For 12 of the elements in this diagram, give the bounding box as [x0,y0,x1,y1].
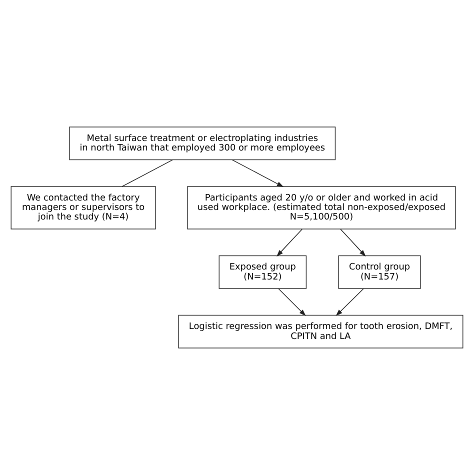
arrow [278,288,306,316]
node-box: Exposed group (N=152) [218,254,307,288]
arrow [232,158,284,187]
node-box: Metal surface treatment or electroplating industries in north Taiwan that employed 300 or more employees [69,126,336,160]
connector [122,158,174,186]
node-box: Participants aged 20 y/o or older and worked in acid used workplace. (estimated total non-exposed/exposed N=5,100/500) [187,186,456,229]
node-box: We contacted the factory managers or supervisors to join the study (N=4) [10,186,156,229]
arrow [276,228,303,256]
node-box: Logistic regression was performed for tooth erosion, DMFT, CPITN and LA [178,314,464,348]
arrow [340,228,366,256]
node-box: Control group (N=157) [338,254,421,288]
arrow [336,288,364,316]
